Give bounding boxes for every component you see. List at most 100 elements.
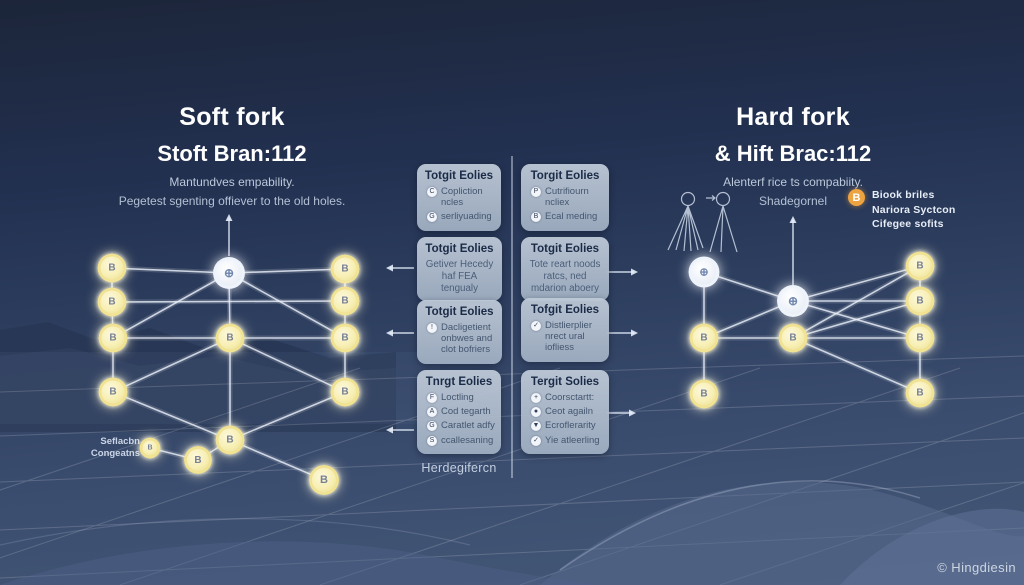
bullet-icon: ✓ xyxy=(531,321,541,331)
bullet-icon: ▼ xyxy=(531,421,541,432)
diagram-edge xyxy=(112,391,231,441)
info-card-title: Tergit Solies xyxy=(530,376,600,388)
bullet-icon: + xyxy=(531,393,541,403)
info-card-bullet: ●Ceot agailn xyxy=(531,406,603,418)
soft-fork-block-node: B xyxy=(139,437,161,459)
info-card-title: Totgit Eolies xyxy=(425,306,494,318)
soft-fork-block-node: B xyxy=(330,323,360,353)
soft-fork-block-node: ⊕ xyxy=(213,257,245,289)
hard-fork-block-node: B xyxy=(905,251,935,281)
legend: B Biook briles Nariora Syctcon Cifegee s… xyxy=(848,188,956,232)
soft-fork-block-node: B xyxy=(330,377,360,407)
info-card-bullet: ✓ Distlierplier nrect ural iofliess xyxy=(531,320,603,354)
hard-fork-block-node: ⊕ xyxy=(777,285,809,317)
soft-fork-block-node: B xyxy=(330,286,360,316)
info-card-text: Getiver Hecedy haf FEA tengualy xyxy=(425,259,494,295)
info-card-title: Totgit Eolies xyxy=(425,243,494,255)
bullet-icon: S xyxy=(427,435,437,446)
bullet-icon: G xyxy=(427,212,437,223)
bullet-icon: F xyxy=(427,393,437,403)
bullet-icon: P xyxy=(531,187,541,197)
hard-fork-block-node: B xyxy=(905,378,935,408)
bullet-icon: B xyxy=(531,212,541,223)
bullet-icon: C xyxy=(427,187,437,197)
diagram-edge xyxy=(229,337,346,393)
column-divider xyxy=(511,156,513,478)
soft-fork-heading: Soft fork xyxy=(179,103,285,131)
info-card-bullet: P Cutrifiourn ncliex xyxy=(531,186,603,208)
bullet-icon: ✓ xyxy=(531,435,541,446)
bullet-text: Coorsctartt: xyxy=(545,392,595,403)
info-card-title: Torgit Eolies xyxy=(530,170,600,182)
stick-figures-icon xyxy=(667,191,738,253)
bullet-text: Dacligetient onbwes and clot bofriers xyxy=(441,322,493,356)
info-card-bullet: B Ecal meding xyxy=(531,211,603,223)
legend-text: Biook briles Nariora Syctcon Cifegee sof… xyxy=(872,188,956,232)
diagram-edge xyxy=(112,337,231,393)
info-card-bullet: ! Dacligetient onbwes and clot bofriers xyxy=(427,322,496,356)
bullet-text: Cod tegarth xyxy=(441,406,491,418)
diagram-edge xyxy=(229,391,346,441)
soft-fork-block-node: B xyxy=(215,323,245,353)
arrowhead xyxy=(789,216,797,223)
info-card-title: Tnrgt Eolies xyxy=(425,376,493,388)
soft-fork-title-block: Soft fork Stoft Bran:112 Mantundves empa… xyxy=(32,103,432,208)
hard-fork-desc1: Alenterf rice ts compabiity. xyxy=(723,175,863,189)
hard-fork-desc2: Shadegornel xyxy=(758,193,828,208)
diagram-edge xyxy=(111,267,230,274)
bullet-icon: ! xyxy=(427,323,437,333)
diagram-edge xyxy=(111,300,346,303)
arrowhead xyxy=(386,329,393,337)
soft-fork-block-node: B xyxy=(98,377,128,407)
bitcoin-icon: B xyxy=(848,189,865,206)
info-card-bullet: ▼ Ecroflerarity xyxy=(531,420,603,432)
soft-fork-subheading: Stoft Bran:112 xyxy=(157,141,307,166)
legend-line-3: Cifegee sofits xyxy=(872,218,944,230)
soft-fork-desc1: Mantundves empability. xyxy=(169,175,295,189)
legend-line-2: Nariora Syctcon xyxy=(872,203,956,216)
diagram-edge xyxy=(112,272,230,339)
bullet-text: Ecroflerarity xyxy=(545,420,596,432)
soft-fork-block-node: B xyxy=(97,287,127,317)
hard-fork-block-node: B xyxy=(689,323,719,353)
bullet-text: Copliction ncles xyxy=(441,186,483,209)
hard-fork-block-node: B xyxy=(905,286,935,316)
bullet-text: Distlierplier nrect ural iofliess xyxy=(545,320,592,354)
arrowhead xyxy=(631,329,638,337)
hard-fork-subheading: & Hift Brac:112 xyxy=(714,141,872,166)
soft-fork-block-node: B xyxy=(97,253,127,283)
hard-fork-block-node: ⊕ xyxy=(688,256,720,288)
bullet-text: serliyuading xyxy=(441,211,492,223)
info-card-bullet: + Coorsctartt: xyxy=(531,392,603,403)
bullet-text: Loctling xyxy=(441,392,474,403)
panel-footer-label: Herdegifercn xyxy=(421,461,497,475)
info-card: Tofgit Eolies ✓ Distlierplier nrect ural i… xyxy=(521,298,609,362)
arrowhead xyxy=(631,268,638,276)
bullet-text: Cutrifiourn ncliex xyxy=(545,186,589,209)
hard-fork-block-node: B xyxy=(905,323,935,353)
arrowhead xyxy=(225,214,233,221)
hard-fork-heading: Hard fork xyxy=(736,103,850,131)
soft-node-label: Seflacbn Congeatns xyxy=(90,436,140,459)
arrowhead xyxy=(386,426,393,434)
diagram-edge xyxy=(792,265,921,339)
diagram-edge xyxy=(228,272,346,339)
info-card-title: Tofgit Eolies xyxy=(530,304,600,316)
soft-fork-block-node: B xyxy=(330,254,360,284)
bullet-text: Ecal meding xyxy=(545,211,598,223)
info-card-bullet: C Copliction ncles xyxy=(427,186,495,208)
soft-fork-block-node: B xyxy=(215,425,245,455)
bullet-text: ccallesaning xyxy=(441,434,494,446)
diagram-edge xyxy=(792,300,921,339)
soft-fork-desc2: Pegetest sgenting offiever to the old ho… xyxy=(118,193,346,208)
soft-fork-block-node: B xyxy=(309,465,339,495)
info-card: Totgit Eolies! Dacligetient onbwes and cl… xyxy=(417,300,502,364)
hard-fork-title-block: Hard fork & Hift Brac:112 Alenterf rice … xyxy=(593,103,993,208)
info-card-bullet: ✓Yie atleerling xyxy=(531,435,603,446)
